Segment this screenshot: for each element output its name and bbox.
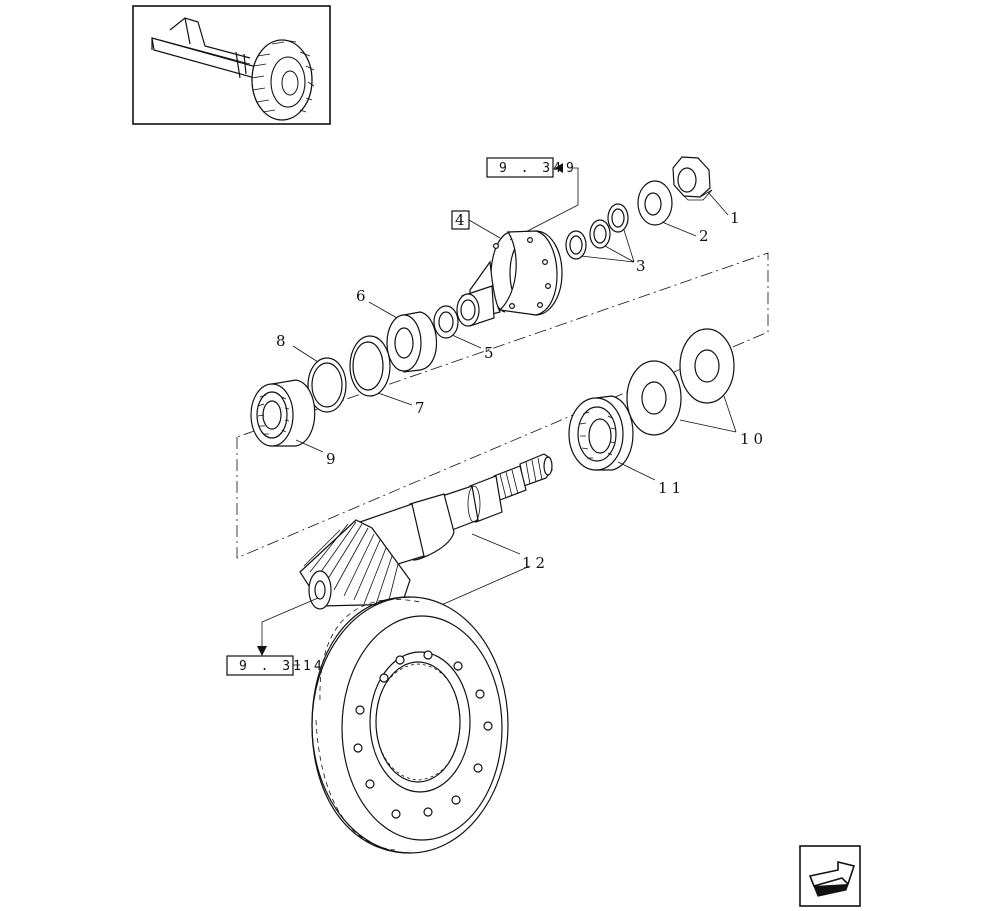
callout-2: 2 bbox=[699, 227, 713, 245]
part-5-ring[interactable]: 5 bbox=[433, 305, 498, 362]
part-3-shims[interactable]: 3 bbox=[565, 203, 650, 275]
callout-5: 5 bbox=[484, 344, 498, 362]
reference-box-top[interactable]: 9 . 34 9 bbox=[486, 157, 579, 241]
part-11-bearing[interactable]: 11 bbox=[568, 395, 685, 497]
part-6-seal[interactable]: 6 bbox=[356, 287, 438, 373]
part-7-spacer[interactable]: 7 bbox=[349, 335, 429, 417]
callout-4: 4 bbox=[455, 211, 465, 229]
callout-4-box: 4 bbox=[451, 210, 501, 239]
part-4-housing[interactable] bbox=[456, 230, 563, 327]
callout-6: 6 bbox=[356, 287, 370, 305]
callout-10: 10 bbox=[740, 430, 767, 448]
ring-gear[interactable] bbox=[311, 596, 509, 854]
next-page-arrow-icon[interactable] bbox=[799, 845, 861, 907]
callout-12: 12 bbox=[522, 554, 549, 572]
callout-7: 7 bbox=[415, 399, 429, 417]
reference-top-suffix: 9 bbox=[566, 161, 577, 176]
reference-box-bottom[interactable]: 9 . 31 14 bbox=[226, 597, 325, 676]
callout-11: 11 bbox=[658, 479, 685, 497]
callout-3: 3 bbox=[636, 257, 650, 275]
assembly-boundary bbox=[236, 252, 769, 559]
reference-bottom-suffix: 14 bbox=[303, 659, 325, 674]
part-9-bearing[interactable]: 9 bbox=[250, 379, 340, 468]
part-2-washer[interactable]: 2 bbox=[637, 180, 713, 245]
part-8-circlip[interactable]: 8 bbox=[276, 332, 347, 413]
part-10-washers[interactable]: 10 bbox=[626, 328, 767, 448]
callout-9: 9 bbox=[326, 450, 340, 468]
tractor-axle-thumbnail-icon[interactable] bbox=[132, 5, 331, 125]
reference-top-label: 9 . 34 bbox=[499, 161, 564, 176]
part-1-nut[interactable]: 1 bbox=[672, 156, 744, 227]
part-12-pinion-shaft[interactable]: 12 bbox=[299, 453, 553, 611]
reference-bottom-label: 9 . 31 bbox=[239, 659, 304, 674]
callout-8: 8 bbox=[276, 332, 290, 350]
callout-1: 1 bbox=[730, 209, 744, 227]
